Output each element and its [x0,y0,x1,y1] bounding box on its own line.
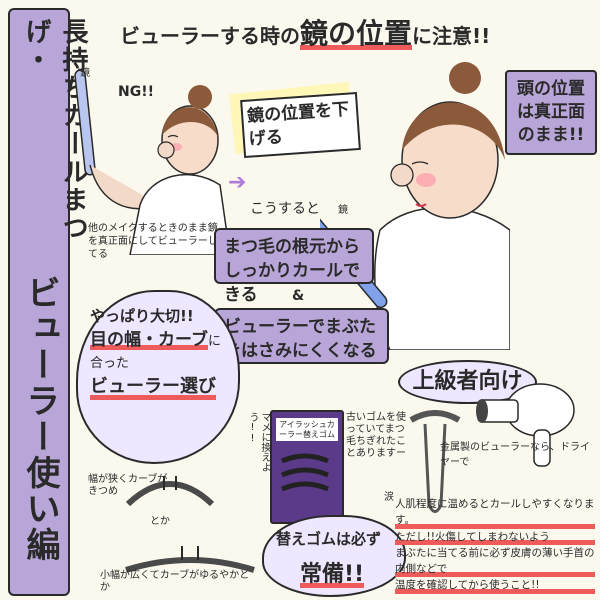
pad-bubble [262,515,406,597]
ng-label: NG!! [118,84,154,100]
curler-choice-line1: やっぱり大切!! [90,307,194,325]
pad-package: アイラッシュカーラー替えゴム [270,410,344,524]
series-title-top: 長持ちカールまつげ・ [21,18,88,242]
dryer-note-line1: 金属製のビューラーなら、ドライヤーで [440,442,590,468]
curler-choice-emphasis2: ビューラー選び [90,374,216,400]
callout-head-position: 頭の位置は真正面のまま!! [505,70,597,155]
ok-illustration [320,62,510,350]
curler-wide-label: 小幅が広くてカーブがゆるやかとか [100,570,250,593]
pad-side-note-right: 古いゴムを使っていてまつ毛ちぎれたことありますー [346,412,406,459]
pad-package-label: アイラッシュカーラー替えゴム [276,418,338,442]
dryer-note-line5: 温度を確認してから使うこと!! [395,577,595,593]
arrow-text: こうすると [250,201,320,217]
curler-narrow-label: 幅が狭くカーブがきつめ [88,474,168,497]
dryer-note-line2: 人肌程度に温めるとカールしやすくなります。 [395,496,595,529]
pad-bubble-line2: 常備!! [300,556,364,588]
curler-choice-text: やっぱり大切!! 目の幅・カーブに合った ビューラー選び [90,306,230,400]
curler-choice-line2: に合った [90,333,221,372]
hair-dryer-note-2: 人肌程度に温めるとカールしやすくなります。 ただし!!火傷してしまわないよう ま… [395,496,595,594]
series-title-bottom: ビューラー使い編 [20,275,60,563]
result-box-curl: まつ毛の根元からしっかりカールできる [214,228,374,305]
curler-choice-emphasis1: 目の幅・カーブ [90,329,208,350]
dryer-note-line4: まぶたに当てる前に必ず皮膚の薄い手首の内側などで [395,545,595,578]
result-box-and: & [292,288,305,304]
mirror-label-left: 鏡 [80,68,90,79]
ng-caption: 他のメイクするときのまま鏡を真正面にしてビューラーしてる [88,223,218,260]
pad-rubber-icon [281,453,329,492]
pad-bubble-line1: 替えゴムは必ず [276,530,382,548]
hair-dryer-note: 金属製のビューラーなら、ドライヤーで [440,440,595,470]
eyelash-curler-icon [409,410,461,513]
heading-prefix: ビューラーする時の [120,24,300,48]
ng-illustration [74,69,231,255]
pad-side-note: マメに換えよう!! [247,412,270,472]
curler-wide-illustration [125,546,255,573]
series-title-block [8,8,70,596]
heading-suffix: に注意!! [412,24,491,48]
heading-emphasis: 鏡の位置 [300,17,413,50]
hair-dryer-icon [476,383,575,467]
curler-narrow-illustration [125,476,215,507]
dryer-note-line3: ただし!!火傷してしまわないよう [395,529,595,545]
pad-side-note-right-mark: 涙 [384,492,394,503]
curler-choice-bubble [76,290,240,464]
curler-or-label: とか [150,516,170,527]
page-heading: ビューラーする時の鏡の位置に注意!! [120,12,590,56]
result-box-eyelid: ビューラーでまぶたをはさみにくくなる [214,308,389,364]
transition-arrow-icon: ➔ [228,170,247,195]
mirror-label-lower: 鏡 [338,205,348,216]
